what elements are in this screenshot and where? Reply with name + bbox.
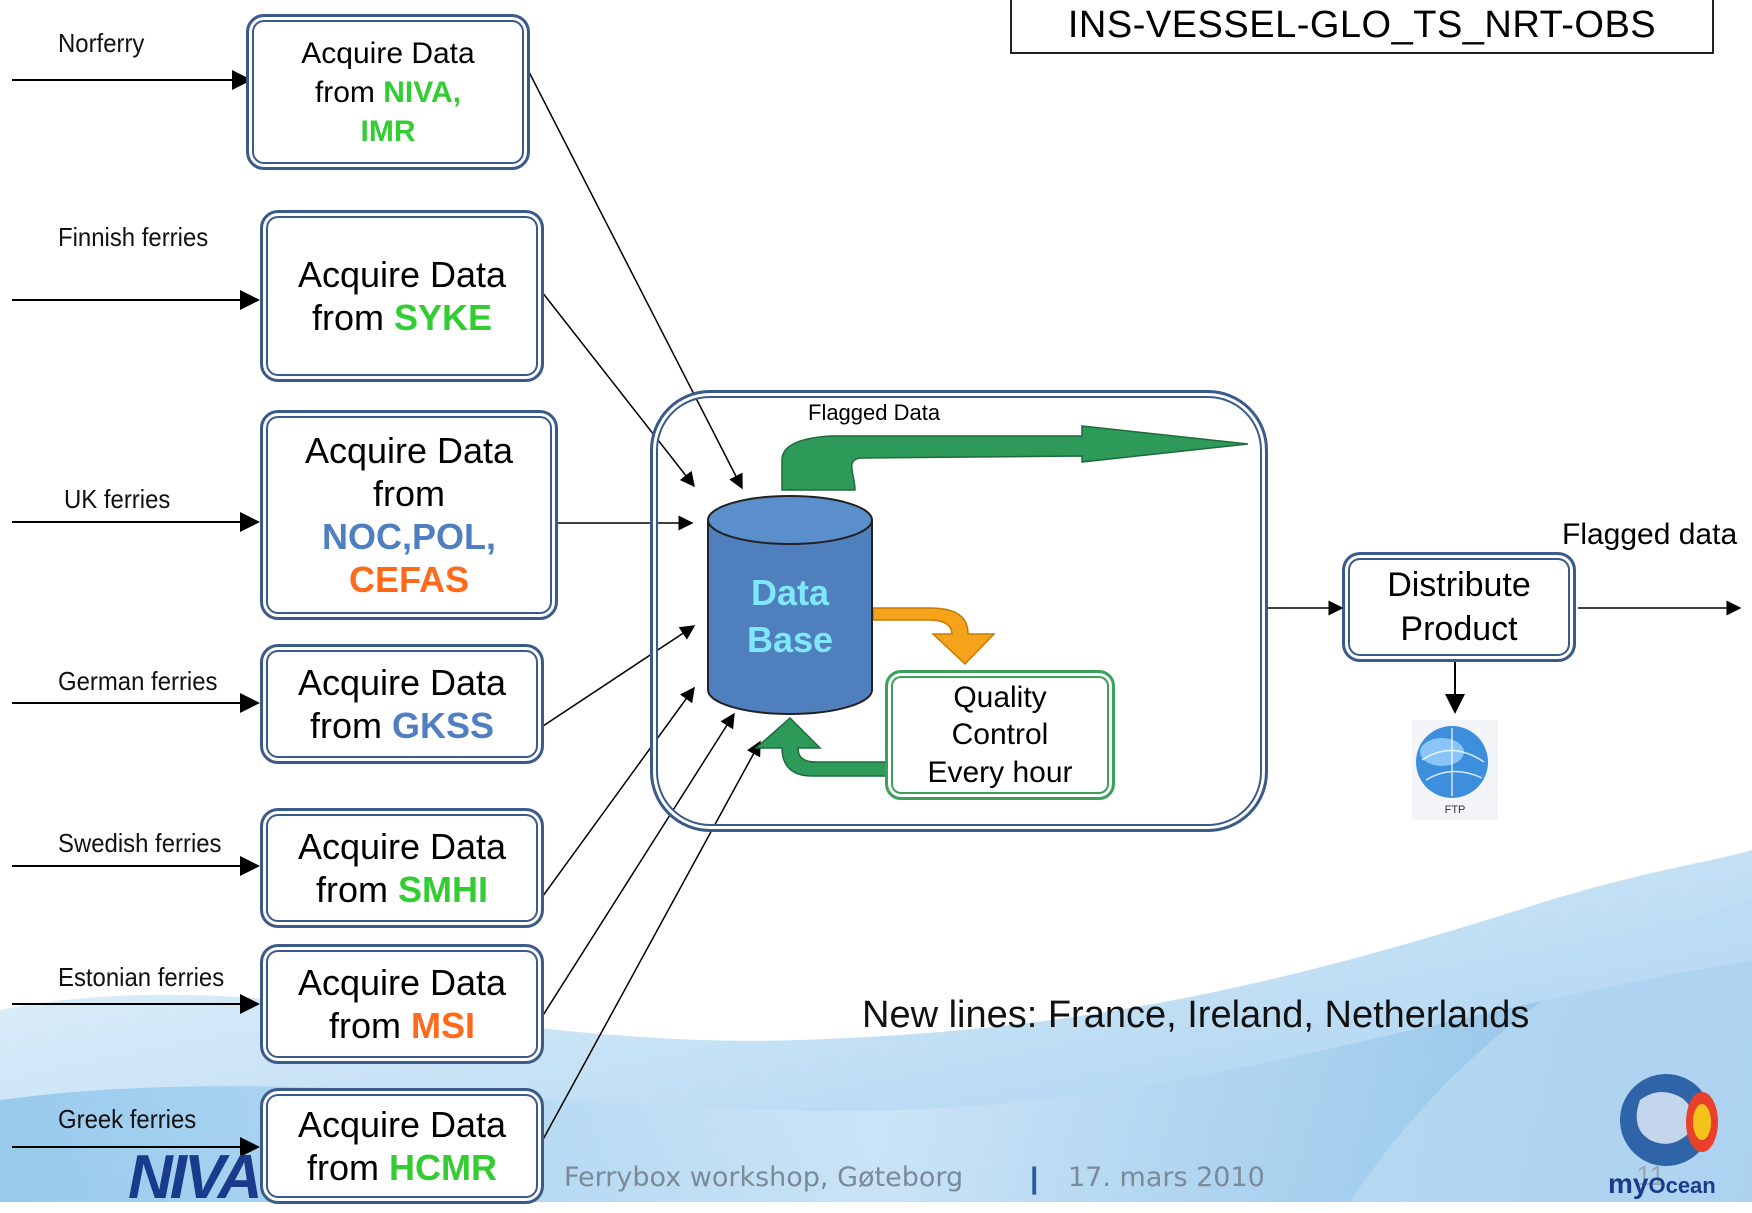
org-hcmr: HCMR (389, 1147, 497, 1188)
org-noc-pol: NOC,POL, (321, 516, 496, 557)
org-gkss: GKSS (391, 705, 495, 746)
source-label-uk: UK ferries (64, 484, 171, 514)
acquire-from: from (314, 75, 384, 109)
to-quality-control-arrow (872, 607, 996, 666)
myocean-logo: myOcean (1590, 1050, 1740, 1200)
acquire-from: from (328, 1005, 411, 1046)
flow-arrow-smhi (539, 686, 695, 901)
database-label: Data Base (708, 570, 872, 664)
acquire-title: Acquire Data (297, 253, 507, 295)
org-niva: NIVA, (383, 75, 462, 109)
flagged-data-arrow (781, 425, 1249, 491)
database-label-line1: Data (750, 572, 830, 613)
acquire-from: from (307, 1147, 390, 1188)
flow-arrow-hcmr (539, 740, 761, 1146)
ftp-label: FTP (1444, 804, 1466, 816)
footer-event: Ferrybox workshop, Gøteborg (564, 1162, 964, 1193)
return-to-database-arrow (754, 716, 887, 777)
flow-arrow-msi (539, 712, 735, 1021)
source-label-norferry: Norferry (58, 28, 145, 58)
new-lines-note: New lines: France, Ireland, Netherlands (862, 994, 1530, 1036)
acquire-box-noc-pol-cefas: Acquire Data from NOC,POL, CEFAS (260, 410, 558, 620)
qc-line3: Every hour (927, 755, 1073, 789)
qc-line1: Quality (953, 680, 1047, 714)
source-label-finnish: Finnish ferries (58, 222, 209, 252)
product-id-title: INS-VESSEL-GLO_TS_NRT-OBS (1010, 0, 1714, 54)
org-syke: SYKE (393, 297, 493, 338)
flow-arrow-syke (541, 291, 695, 488)
acquire-box-smhi: Acquire Data from SMHI (260, 808, 544, 928)
qc-line2: Control (951, 718, 1049, 752)
acquire-title: Acquire Data (297, 825, 507, 867)
acquire-box-niva: Acquire Data from NIVA, IMR (246, 14, 530, 170)
distribute-line1: Distribute (1387, 565, 1531, 604)
flagged-data-output-label: Flagged data (1562, 518, 1738, 551)
database-cylinder (707, 495, 873, 715)
niva-logo: NIVA (128, 1143, 263, 1212)
ftp-icon: FTP (1412, 720, 1498, 820)
myocean-my: my (1608, 1168, 1649, 1199)
org-imr: IMR (360, 114, 416, 148)
source-label-greek: Greek ferries (58, 1104, 197, 1134)
acquire-box-syke: Acquire Data from SYKE (260, 210, 544, 382)
database-label-line2: Base (746, 618, 834, 660)
source-label-swedish: Swedish ferries (58, 828, 222, 858)
acquire-title: Acquire Data (297, 661, 507, 703)
org-cefas: CEFAS (348, 559, 470, 601)
acquire-box-msi: Acquire Data from MSI (260, 944, 544, 1064)
acquire-box-hcmr: Acquire Data from HCMR (260, 1088, 544, 1204)
org-msi: MSI (411, 1005, 476, 1046)
org-smhi: SMHI (398, 869, 488, 910)
acquire-box-gkss: Acquire Data from GKSS (260, 644, 544, 764)
acquire-title: Acquire Data (297, 1103, 507, 1145)
acquire-title: Acquire Data (301, 36, 475, 70)
acquire-from: from (315, 869, 398, 910)
source-label-german: German ferries (58, 666, 218, 696)
distribute-product-box: Distribute Product (1342, 552, 1576, 662)
processing-container (650, 390, 1268, 832)
acquire-title: Acquire Data (297, 961, 507, 1003)
acquire-title: Acquire Data (304, 429, 514, 471)
acquire-from: from (311, 297, 394, 338)
acquire-from: from (373, 472, 445, 514)
footer-date: 17. mars 2010 (1068, 1162, 1265, 1193)
distribute-line2: Product (1400, 610, 1518, 648)
flagged-data-label: Flagged Data (808, 400, 941, 425)
acquire-from: from (309, 705, 392, 746)
footer-separator: | (1030, 1162, 1039, 1195)
flow-arrow-gkss (539, 625, 696, 729)
myocean-ocean: Ocean (1648, 1173, 1716, 1198)
quality-control-box: Quality Control Every hour (885, 670, 1115, 800)
source-label-estonian: Estonian ferries (58, 962, 225, 992)
